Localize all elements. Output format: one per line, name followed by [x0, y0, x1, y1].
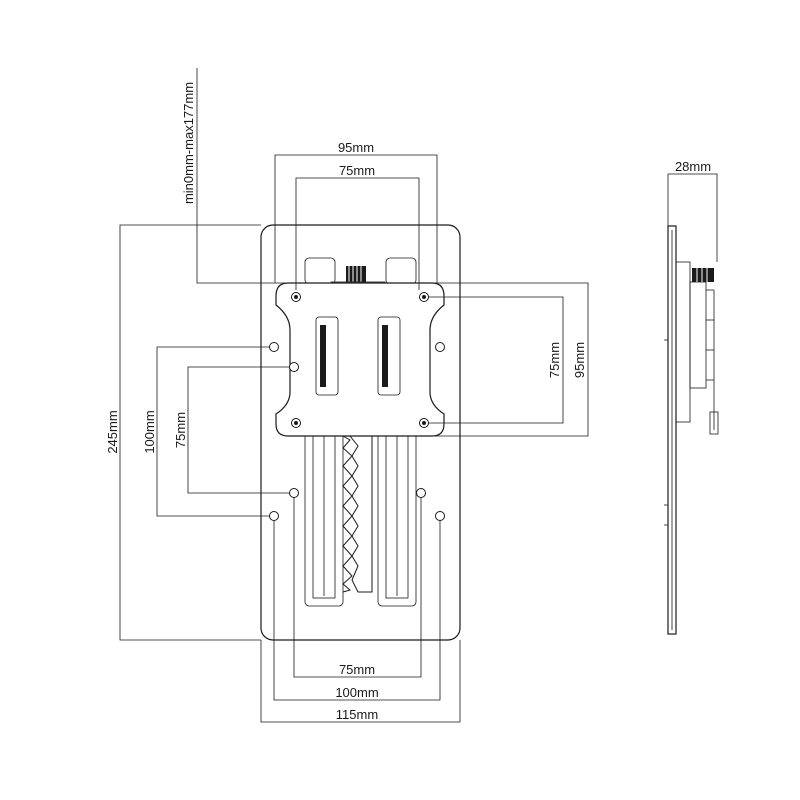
- label-bottom-inner-width: 75mm: [339, 662, 375, 677]
- label-bottom-mid-width: 100mm: [335, 685, 378, 700]
- adapter-plate: [275, 282, 445, 437]
- front-view: [260, 224, 461, 641]
- dimension-lines: [119, 68, 718, 723]
- label-slide-range: min0mm-max177mm: [181, 82, 196, 204]
- side-knob: [692, 268, 714, 282]
- side-tab: [709, 411, 719, 435]
- ratchet-bar: [348, 435, 373, 593]
- right-slot-shade: [382, 325, 388, 387]
- side-bracket: [675, 261, 691, 423]
- side-slider: [689, 281, 707, 389]
- side-view: [664, 225, 719, 635]
- label-left-outer-height: 100mm: [142, 410, 157, 453]
- adapter-holes: [291, 292, 429, 428]
- left-slot-shade: [320, 325, 326, 387]
- label-top-outer-width: 95mm: [338, 140, 374, 155]
- label-left-inner-height: 75mm: [173, 412, 188, 448]
- label-right-inner-height: 75mm: [547, 342, 562, 378]
- label-side-depth: 28mm: [675, 159, 711, 174]
- left-slot: [315, 316, 339, 396]
- label-overall-height: 245mm: [105, 410, 120, 453]
- label-top-inner-width: 75mm: [339, 163, 375, 178]
- label-right-outer-height: 95mm: [572, 342, 587, 378]
- label-bottom-outer-width: 115mm: [336, 707, 378, 722]
- right-slot: [377, 316, 401, 396]
